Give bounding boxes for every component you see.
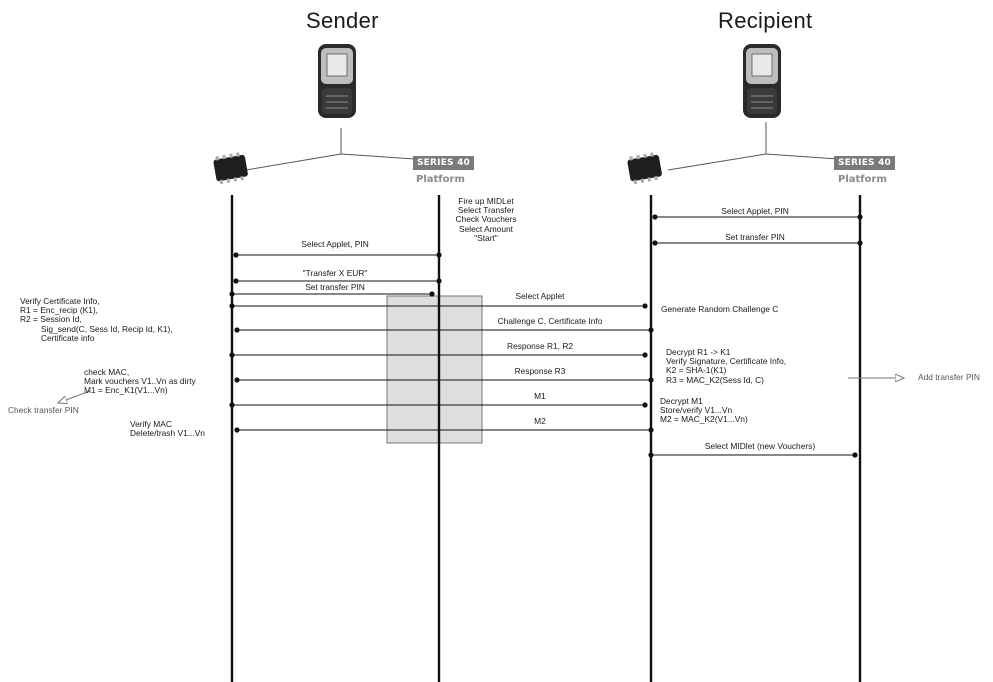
sender-series40-badge: SERIES 40 bbox=[413, 156, 474, 170]
recipient-phone-icon bbox=[743, 44, 781, 118]
label-transfer-x-eur: "Transfer X EUR" bbox=[260, 269, 410, 278]
recipient-title: Recipient bbox=[718, 8, 812, 34]
label-set-transfer-pin-sender: Set transfer PIN bbox=[260, 283, 410, 292]
label-select-applet: Select Applet bbox=[480, 292, 600, 301]
secure-channel-box bbox=[387, 296, 482, 443]
note-decrypt-m1: Decrypt M1 Store/verify V1...Vn M2 = MAC… bbox=[660, 397, 748, 425]
note-check-transfer-pin: Check transfer PIN bbox=[8, 406, 79, 415]
note-check-mac: check MAC, Mark vouchers V1..Vn as dirty… bbox=[84, 368, 196, 396]
sender-platform-label: Platform bbox=[416, 174, 465, 185]
sender-connectors bbox=[246, 128, 430, 170]
note-generate-challenge: Generate Random Challenge C bbox=[661, 305, 778, 314]
label-challenge: Challenge C, Certificate Info bbox=[480, 317, 620, 326]
label-m2: M2 bbox=[500, 417, 580, 426]
note-sender-platform-steps: Fire up MIDLet Select Transfer Check Vou… bbox=[442, 197, 530, 243]
note-verify-cert: Verify Certificate Info, R1 = Enc_recip … bbox=[20, 297, 173, 343]
label-response-r3: Response R3 bbox=[480, 367, 600, 376]
note-verify-mac: Verify MAC Delete/trash V1...Vn bbox=[130, 420, 205, 438]
note-decrypt-r1: Decrypt R1 -> K1 Verify Signature, Certi… bbox=[666, 348, 786, 385]
recipient-series40-badge: SERIES 40 bbox=[834, 156, 895, 170]
label-select-midlet: Select MIDlet (new Vouchers) bbox=[680, 442, 840, 451]
sender-phone-icon bbox=[318, 44, 356, 118]
label-m1: M1 bbox=[500, 392, 580, 401]
label-set-transfer-pin-recipient: Set transfer PIN bbox=[680, 233, 830, 242]
sender-title: Sender bbox=[306, 8, 379, 34]
recipient-connectors bbox=[668, 122, 852, 170]
sender-chip-icon bbox=[212, 151, 248, 184]
label-select-applet-pin-recipient: Select Applet, PIN bbox=[680, 207, 830, 216]
label-select-applet-pin-sender: Select Applet, PIN bbox=[260, 240, 410, 249]
recipient-platform-label: Platform bbox=[838, 174, 887, 185]
recipient-chip-icon bbox=[626, 151, 662, 184]
note-add-transfer-pin: Add transfer PIN bbox=[918, 373, 993, 382]
label-response-r1-r2: Response R1, R2 bbox=[480, 342, 600, 351]
